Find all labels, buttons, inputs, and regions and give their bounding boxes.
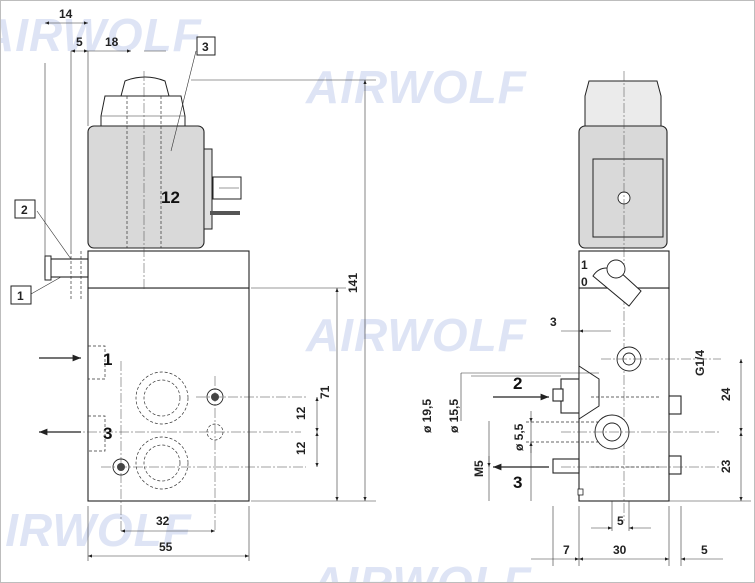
- callout-1-box: [10, 285, 32, 305]
- side-view: [493, 71, 721, 521]
- override-pos-1: 1: [581, 258, 588, 272]
- port-label-2-side: 2: [513, 374, 522, 393]
- dimension-lines: [30, 21, 751, 566]
- dim-55: 55: [159, 540, 173, 554]
- dim-30: 30: [613, 543, 627, 557]
- dim-7: 7: [563, 543, 570, 557]
- dim-71: 71: [318, 385, 332, 399]
- side-coil: [578, 125, 668, 249]
- dim-5-bottom: 5: [617, 514, 624, 528]
- dim-dia-15-5: ø 15,5: [447, 399, 461, 433]
- watermark-airwolf-5: AIRWOLF: [310, 557, 533, 582]
- dim-3-top: 3: [550, 315, 557, 329]
- valve-body: [87, 287, 250, 502]
- callout-3: 3: [202, 40, 209, 54]
- retaining-nut: [100, 95, 186, 127]
- watermark-airwolf-2: AIRWOLF: [305, 61, 528, 113]
- callout-2: 2: [21, 203, 28, 217]
- dim-18: 18: [105, 35, 119, 49]
- dim-m5: M5: [472, 460, 486, 477]
- port-label-12: 12: [161, 188, 180, 207]
- front-view: [39, 71, 306, 531]
- watermark-airwolf-1: AIRWOLF: [1, 9, 203, 61]
- callout-2-box: [14, 199, 36, 219]
- port-label-3-front: 3: [103, 424, 112, 443]
- dim-dia-5-5: ø 5,5: [512, 423, 526, 451]
- dim-5-left: 5: [76, 35, 83, 49]
- watermark-airwolf-3: AIRWOLF: [305, 309, 528, 361]
- dim-12-upper: 12: [294, 406, 308, 420]
- callout-3-box: [196, 36, 216, 56]
- dim-12-lower: 12: [294, 441, 308, 455]
- dim-g14: G1/4: [693, 350, 707, 376]
- dim-24: 24: [719, 387, 733, 401]
- port-label-3-side: 3: [513, 473, 522, 492]
- dim-14: 14: [59, 7, 73, 21]
- override-pos-0: 0: [581, 275, 588, 289]
- dim-141: 141: [346, 273, 360, 293]
- solenoid-coil: [87, 125, 205, 249]
- valve-head: [87, 250, 250, 289]
- dim-5-right: 5: [701, 543, 708, 557]
- port-label-1-front: 1: [103, 350, 112, 369]
- dim-32: 32: [156, 514, 170, 528]
- callout-1: 1: [17, 289, 24, 303]
- dim-dia-19-5: ø 19,5: [420, 399, 434, 433]
- dim-23: 23: [719, 459, 733, 473]
